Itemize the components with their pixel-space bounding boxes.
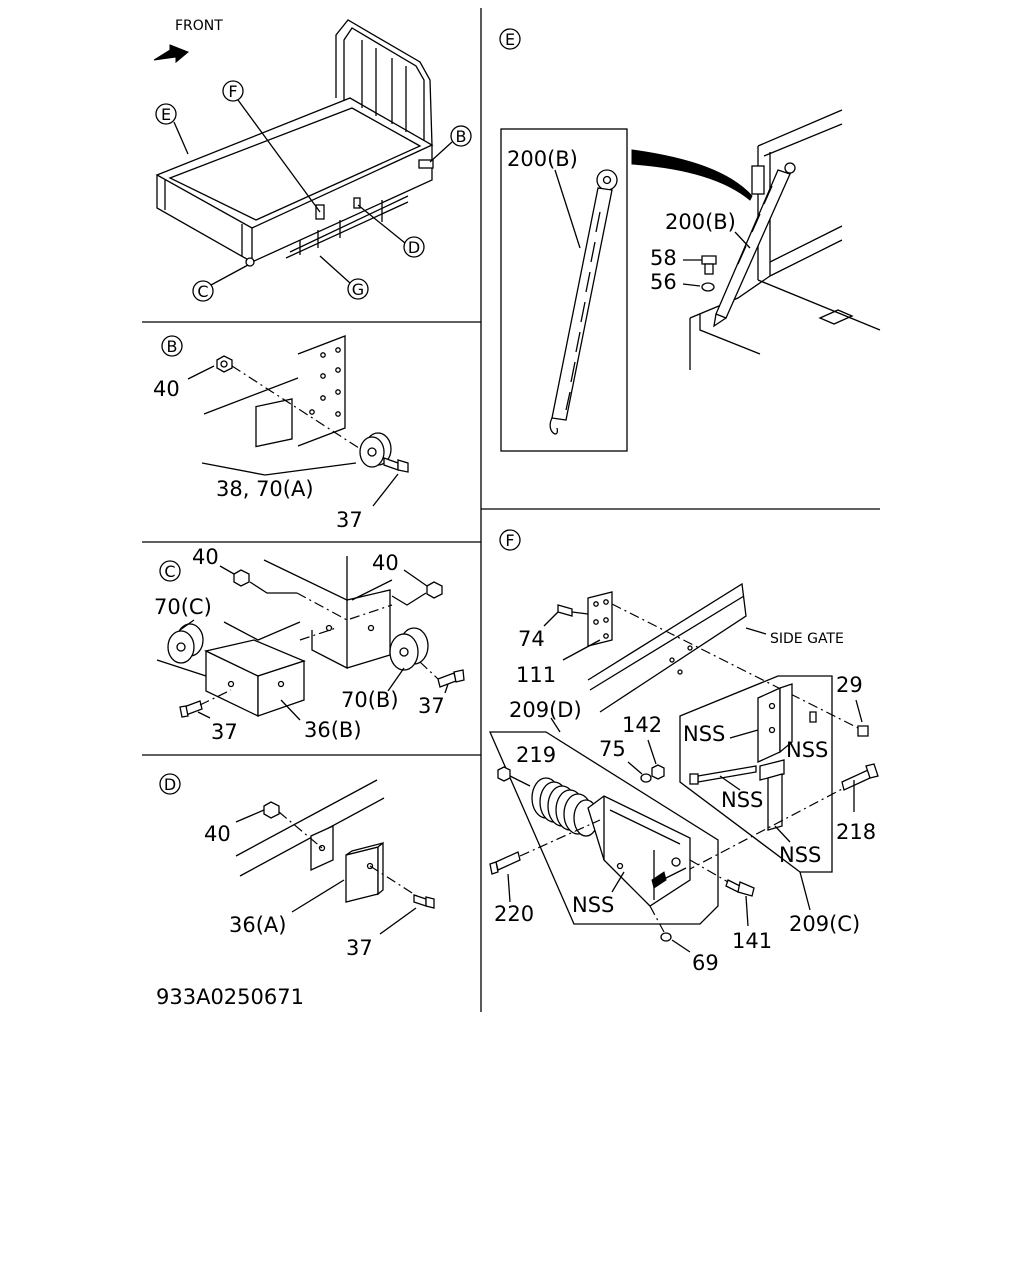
callout-c: C bbox=[192, 264, 249, 302]
label-nss-5: NSS bbox=[572, 893, 614, 917]
panel-d-circle: D bbox=[159, 773, 181, 795]
washer-icon bbox=[660, 932, 672, 942]
svg-text:G: G bbox=[352, 280, 364, 299]
label-bolt-37: 37 bbox=[336, 508, 363, 532]
panel-e-circle: E bbox=[499, 28, 521, 50]
figure-id: 933A0250671 bbox=[156, 985, 304, 1009]
svg-text:D: D bbox=[164, 775, 176, 794]
label-assy-209c: 209(C) bbox=[789, 912, 860, 936]
label-bolt-58: 58 bbox=[650, 246, 677, 270]
front-arrow-icon bbox=[153, 44, 189, 64]
label-bolt-29: 29 bbox=[836, 673, 863, 697]
spring-icon bbox=[531, 777, 599, 837]
bolt-icon bbox=[437, 672, 457, 688]
label-block-36a: 36(A) bbox=[229, 913, 286, 937]
bolt-icon bbox=[701, 255, 717, 265]
svg-text:D: D bbox=[408, 238, 420, 257]
nut-icon bbox=[216, 355, 233, 373]
truck-bed bbox=[155, 19, 434, 267]
svg-text:F: F bbox=[505, 531, 514, 550]
callout-b: B bbox=[429, 125, 472, 163]
bolt-icon bbox=[557, 604, 573, 617]
nut-icon bbox=[263, 801, 280, 819]
nut-icon bbox=[651, 764, 665, 780]
svg-text:E: E bbox=[161, 105, 171, 124]
label-nut-40: 40 bbox=[204, 822, 231, 846]
label-block-36b: 36(B) bbox=[304, 718, 362, 742]
label-rubber: 38, 70(A) bbox=[216, 477, 314, 501]
panel-e: E 200(B) 200(B) 58 bbox=[499, 28, 881, 452]
panel-dividers bbox=[142, 8, 880, 1012]
svg-text:B: B bbox=[456, 127, 467, 146]
panel-c: C bbox=[154, 545, 465, 744]
panel-f-circle: F bbox=[499, 529, 521, 551]
label-nut-40-left: 40 bbox=[192, 545, 219, 569]
nut-icon bbox=[426, 581, 443, 599]
chain-icon bbox=[549, 169, 618, 435]
overview-panel: FRONT bbox=[153, 18, 472, 302]
svg-text:C: C bbox=[197, 282, 208, 301]
label-chain-detail: 200(B) bbox=[507, 147, 578, 171]
panel-f: F SIDE GATE 74 111 29 bbox=[489, 529, 879, 975]
label-bolt-74: 74 bbox=[518, 627, 545, 651]
svg-text:C: C bbox=[164, 562, 175, 581]
washer-icon bbox=[701, 282, 715, 292]
panel-d: D 40 36(A) 37 bbox=[159, 773, 435, 960]
label-nss-1: NSS bbox=[683, 722, 725, 746]
label-bolt-220: 220 bbox=[494, 902, 534, 926]
panel-b: B 40 38, 70(A) 37 bbox=[153, 335, 409, 532]
bolt-icon bbox=[413, 894, 427, 907]
side-gate-label: SIDE GATE bbox=[770, 631, 844, 647]
label-bolt-37: 37 bbox=[346, 936, 373, 960]
callout-d: D bbox=[357, 204, 425, 258]
label-nss-2: NSS bbox=[786, 738, 828, 762]
panel-c-circle: C bbox=[159, 560, 181, 582]
label-nut-219: 219 bbox=[516, 743, 556, 767]
svg-text:B: B bbox=[167, 337, 178, 356]
label-washer-75: 75 bbox=[599, 737, 626, 761]
label-bolt-37-right: 37 bbox=[418, 694, 445, 718]
svg-text:E: E bbox=[505, 30, 515, 49]
label-nut-40: 40 bbox=[153, 377, 180, 401]
label-bolt-37-left: 37 bbox=[211, 720, 238, 744]
label-nss-3: NSS bbox=[721, 788, 763, 812]
label-washer-56: 56 bbox=[650, 270, 677, 294]
washer-icon bbox=[640, 773, 652, 783]
nut-icon bbox=[233, 569, 250, 587]
label-bolt-218: 218 bbox=[836, 820, 876, 844]
front-label: FRONT bbox=[175, 18, 223, 34]
bolt-icon bbox=[383, 457, 399, 471]
label-plate-111: 111 bbox=[516, 663, 556, 687]
svg-text:F: F bbox=[228, 82, 237, 101]
nut-icon bbox=[497, 766, 511, 782]
callout-e: E bbox=[155, 103, 189, 155]
label-washer-142: 142 bbox=[622, 713, 662, 737]
callout-f: F bbox=[222, 80, 321, 213]
label-assy-209d: 209(D) bbox=[509, 698, 582, 722]
label-nut-40-right: 40 bbox=[372, 551, 399, 575]
label-chain: 200(B) bbox=[665, 210, 736, 234]
bolt-icon bbox=[857, 725, 869, 737]
panel-b-circle: B bbox=[161, 335, 183, 357]
label-nss-4: NSS bbox=[779, 843, 821, 867]
label-bolt-141: 141 bbox=[732, 929, 772, 953]
label-rubber-70c: 70(C) bbox=[154, 595, 212, 619]
label-washer-69: 69 bbox=[692, 951, 719, 975]
callout-g: G bbox=[319, 255, 369, 300]
label-rubber-70b: 70(B) bbox=[341, 688, 399, 712]
